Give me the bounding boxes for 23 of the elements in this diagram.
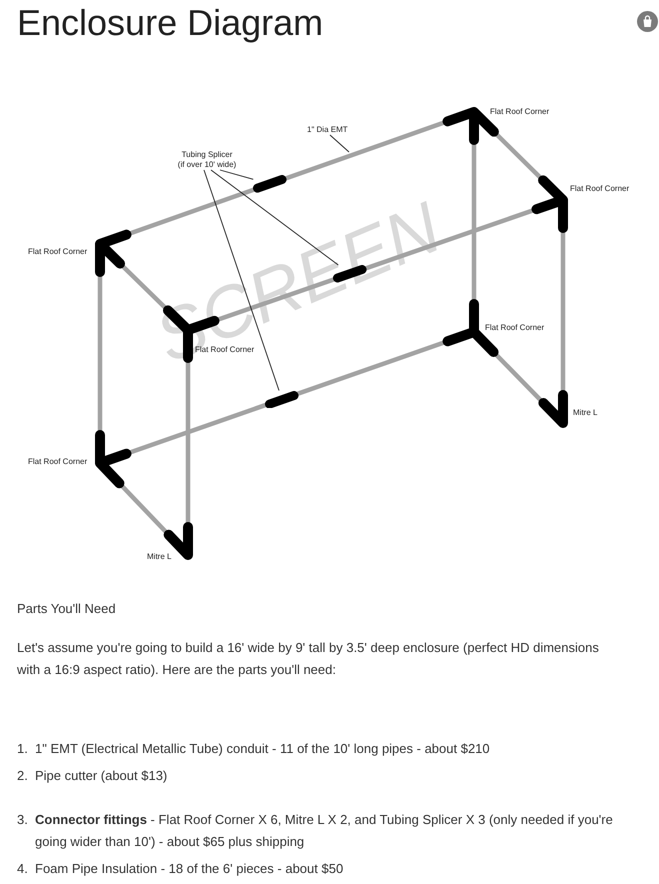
part-label: Flat Roof Corner <box>28 457 88 467</box>
body-paragraph: Let's assume you're going to build a 16' wide by 9' tall by 3.5' deep enclosure (perfect HD dimensions with a 16:9 aspect ratio). Here are the parts you'll need: <box>17 639 600 679</box>
part-label: Flat Roof Corner <box>485 323 544 333</box>
part-label: Mitre L <box>147 552 172 562</box>
part-label: Mitre L <box>573 408 598 418</box>
list-item-text: Connector fittings - Flat Roof Corner X 6, Mitre L X 2, and Tubing Splicer X 3 (only needed if you're going wider than 10') - about $65 plus shipping <box>35 811 614 851</box>
part-label: Flat Roof Corner <box>28 247 88 257</box>
list-number: 2. <box>17 767 28 785</box>
section-heading: Parts You'll Need <box>17 600 116 618</box>
part-label: Flat Roof Corner <box>490 107 550 117</box>
leader-line <box>220 170 254 180</box>
callout-label: Tubing Splicer (if over 10' wide) <box>176 150 238 170</box>
page-title: Enclosure Diagram <box>17 3 324 43</box>
list-number: 4. <box>17 860 28 878</box>
part-label: Flat Roof Corner <box>570 184 630 194</box>
callout-label: 1" Dia EMT <box>307 125 350 135</box>
list-item-text: 1" EMT (Electrical Metallic Tube) conduit - 11 of the 10' long pipes - about $210 <box>35 740 491 758</box>
splicer-fitting <box>265 390 299 408</box>
leader-line <box>330 134 350 152</box>
list-item-text: Pipe cutter (about $13) <box>35 767 168 785</box>
list-number: 3. <box>17 811 28 829</box>
list-item-text: Foam Pipe Insulation - 18 of the 6' pieces - about $50 <box>35 860 344 878</box>
list-number: 1. <box>17 740 28 758</box>
